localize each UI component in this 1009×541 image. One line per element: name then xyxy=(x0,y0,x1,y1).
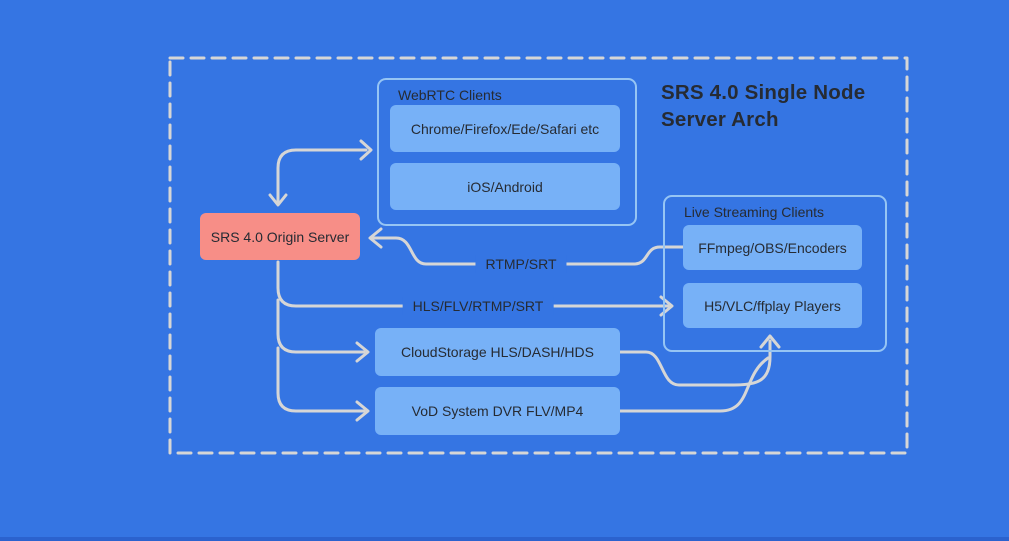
node-ios-android: iOS/Android xyxy=(390,163,620,210)
edge-origin-webrtc xyxy=(268,139,373,207)
page-title-line-1: SRS 4.0 Single Node xyxy=(661,81,866,104)
group-live-streaming-clients: Live Streaming Clients xyxy=(663,195,887,352)
edge-label-rtmp: RTMP/SRT xyxy=(475,255,567,273)
edge-origin-cloudstorage xyxy=(276,298,370,363)
group-webrtc-label: WebRTC Clients xyxy=(398,87,502,103)
node-cloud-storage: CloudStorage HLS/DASH/HDS xyxy=(375,328,620,376)
node-vod-system: VoD System DVR FLV/MP4 xyxy=(375,387,620,435)
edge-label-hls: HLS/FLV/RTMP/SRT xyxy=(402,297,554,315)
node-chrome-firefox: Chrome/Firefox/Ede/Safari etc xyxy=(390,105,620,152)
edge-origin-vod xyxy=(276,346,370,422)
edge-vod-h5 xyxy=(618,356,770,413)
edge-cloudstorage-h5 xyxy=(618,334,781,387)
node-ffmpeg-encoders: FFmpeg/OBS/Encoders xyxy=(683,225,862,270)
dashed-boundary xyxy=(168,56,909,455)
node-origin-server: SRS 4.0 Origin Server xyxy=(200,213,360,260)
node-h5-players: H5/VLC/ffplay Players xyxy=(683,283,862,328)
bottom-strip xyxy=(0,537,1009,541)
group-live-label: Live Streaming Clients xyxy=(684,204,825,220)
page-title-line-2: Server Arch xyxy=(661,108,779,131)
group-webrtc-clients: WebRTC Clients xyxy=(377,78,637,226)
page-title: SRS 4.0 Single Node Server Arch xyxy=(661,79,865,133)
